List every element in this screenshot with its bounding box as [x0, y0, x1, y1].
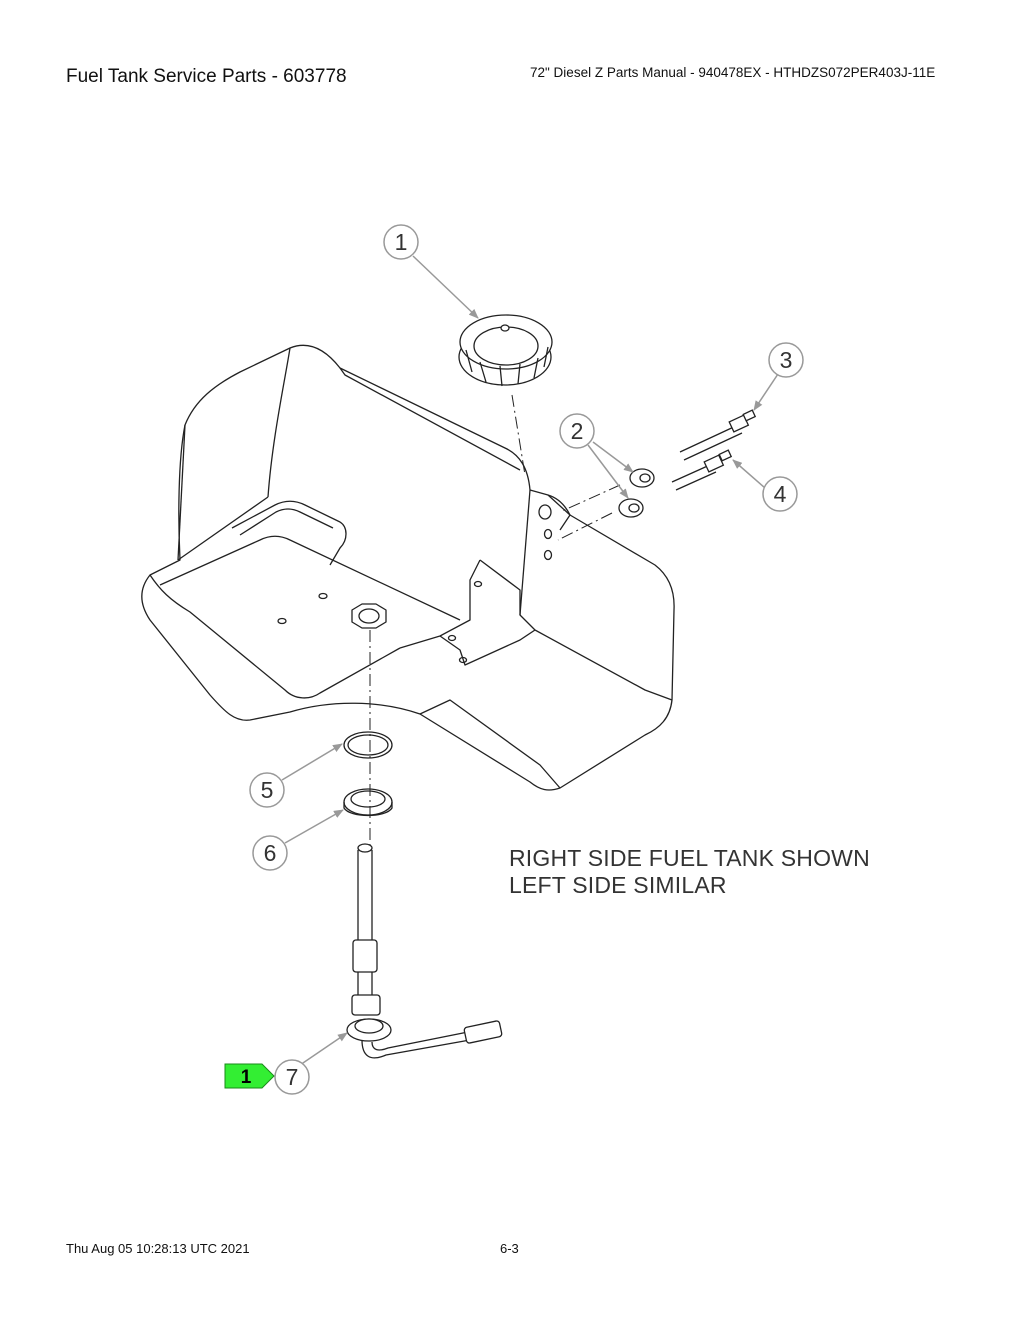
- fuel-tank: [141, 344, 675, 791]
- svg-text:1: 1: [241, 1067, 252, 1088]
- fuel-sender: [346, 843, 503, 1059]
- svg-text:2: 2: [571, 418, 584, 444]
- assembly-lines: [369, 394, 621, 845]
- callout-7[interactable]: 7: [274, 1059, 310, 1095]
- callout-5: 5: [249, 772, 285, 808]
- callout-1: 1: [383, 224, 419, 260]
- page-number: 6-3: [500, 1241, 519, 1256]
- diagram-note: RIGHT SIDE FUEL TANK SHOWN LEFT SIDE SIM…: [509, 845, 870, 899]
- footer-timestamp: Thu Aug 05 10:28:13 UTC 2021: [66, 1241, 250, 1256]
- callout-leaders: [281, 255, 779, 1066]
- page-title: Fuel Tank Service Parts - 603778: [66, 66, 347, 87]
- callout-3: 3: [768, 342, 804, 378]
- seal-rings: [343, 731, 393, 817]
- callout-4: 4: [762, 476, 798, 512]
- note-line-2: LEFT SIDE SIMILAR: [509, 872, 727, 898]
- manual-reference: 72" Diesel Z Parts Manual - 940478EX - H…: [530, 65, 936, 80]
- grommets: [618, 468, 655, 518]
- svg-text:7: 7: [286, 1064, 299, 1090]
- note-line-1: RIGHT SIDE FUEL TANK SHOWN: [509, 845, 870, 871]
- svg-text:3: 3: [780, 347, 793, 373]
- quantity-flag[interactable]: 1: [224, 1063, 275, 1089]
- svg-text:1: 1: [395, 229, 408, 255]
- svg-text:5: 5: [261, 777, 274, 803]
- svg-text:4: 4: [774, 481, 787, 507]
- fuel-cap: [458, 314, 553, 387]
- svg-text:6: 6: [264, 840, 277, 866]
- callout-2: 2: [559, 413, 595, 449]
- callout-6: 6: [252, 835, 288, 871]
- fittings: [671, 409, 757, 491]
